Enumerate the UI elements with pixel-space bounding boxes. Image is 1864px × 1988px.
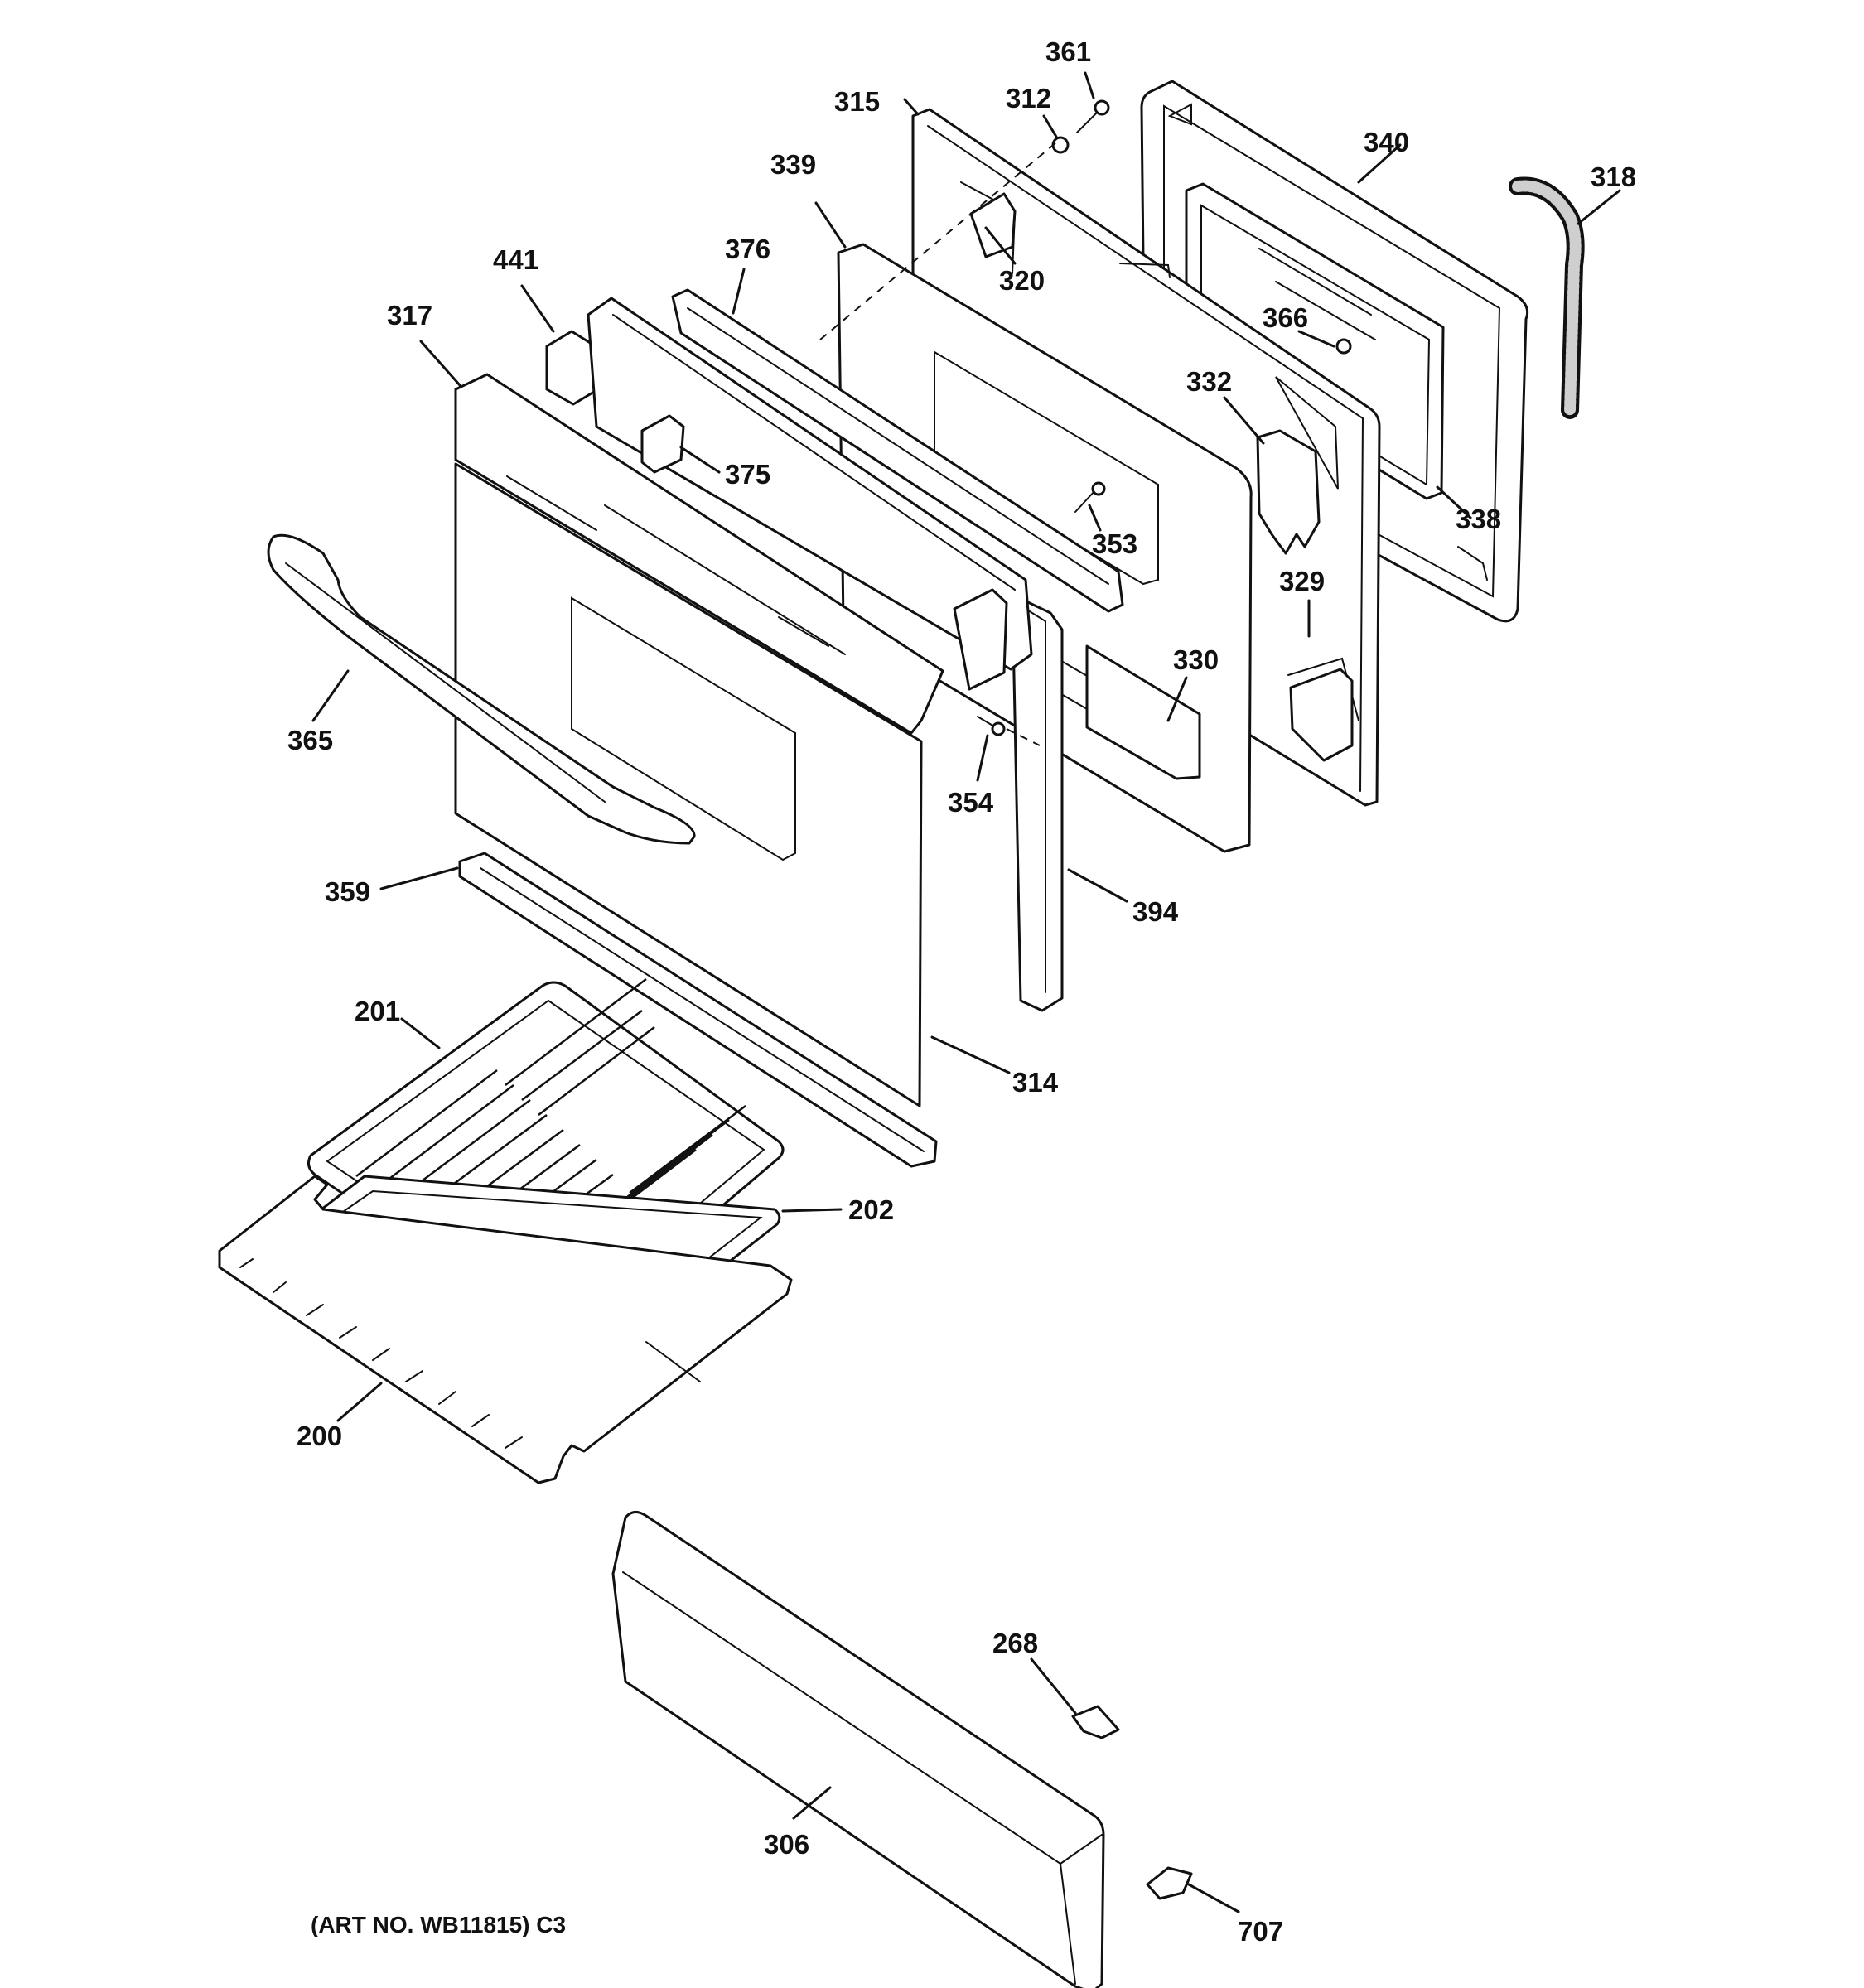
callout-labels: 361 312 315 340 318 339 320 376 441 366 … [287,36,1636,1947]
callout-312: 312 [1006,83,1051,113]
callout-315: 315 [834,86,880,117]
leader-lines [311,71,1621,1913]
part-329-bracket [1289,668,1354,762]
part-320-bracket [969,192,1017,258]
callout-339: 339 [770,149,816,180]
callout-366: 366 [1263,302,1308,333]
part-365-handle [267,533,696,845]
part-394-side-rail [1011,593,1064,1012]
callout-394: 394 [1132,896,1179,927]
callout-330: 330 [1173,644,1219,675]
art-number: (ART NO. WB11815) C3 [311,1912,566,1937]
part-318-gasket [1509,176,1585,419]
callout-338: 338 [1456,504,1501,534]
callout-202: 202 [848,1194,894,1225]
part-353-screw [1074,481,1106,513]
part-366-screw [1335,338,1352,355]
callout-365: 365 [287,725,333,755]
part-306-drawer-panel [611,1511,1105,1988]
callout-320: 320 [999,265,1045,296]
part-359-bottom-trim [458,852,938,1168]
callout-268: 268 [992,1628,1038,1658]
callout-314: 314 [1012,1067,1059,1098]
part-200-oven-rack [218,1175,793,1484]
callout-340: 340 [1364,127,1409,157]
callout-376: 376 [725,234,770,264]
part-376-channel [671,288,1124,613]
part-354-screw [977,716,1006,736]
callout-441: 441 [493,244,538,275]
callout-201: 201 [355,996,400,1026]
alignment-line [819,142,1057,340]
part-door-frame-rear [587,297,1033,691]
callout-317: 317 [387,300,432,331]
part-312-washer [1051,136,1070,154]
callout-361: 361 [1045,36,1091,67]
part-361-screw [1076,99,1110,133]
callout-375: 375 [725,459,770,490]
callout-354: 354 [948,787,994,818]
part-332-insulation [1256,429,1321,555]
callout-306: 306 [764,1829,809,1860]
part-707-clip [1146,1866,1193,1900]
alignment-line [1006,728,1041,746]
callout-359: 359 [325,876,370,907]
part-268-clip [1071,1705,1120,1740]
callout-329: 329 [1279,566,1325,596]
part-375-bracket [640,414,685,474]
callout-707: 707 [1238,1916,1283,1947]
callout-318: 318 [1591,162,1636,192]
callout-332: 332 [1186,366,1232,397]
callout-353: 353 [1092,528,1137,559]
part-317-top-trim [454,373,944,735]
callout-200: 200 [297,1421,342,1451]
